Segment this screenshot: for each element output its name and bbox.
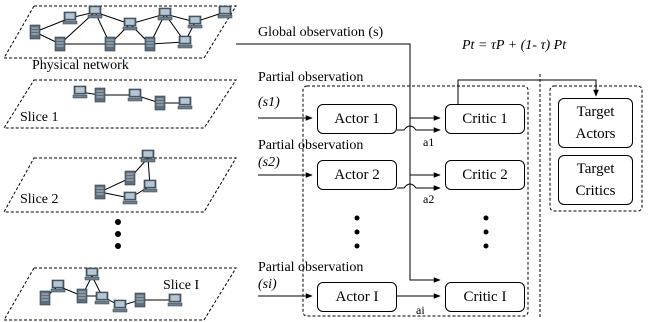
global-observation-label: Global observation (s) xyxy=(258,25,384,40)
actor-2-box: Actor 2 xyxy=(317,160,397,190)
slice-i-plane xyxy=(3,267,237,321)
agents-dashed-container xyxy=(302,85,529,317)
slice-2-label: Slice 2 xyxy=(20,192,59,207)
observation-si: (si) xyxy=(258,277,277,292)
critic-1-box: Critic 1 xyxy=(445,104,525,134)
partial-observation-label-1: Partial observation xyxy=(258,70,364,85)
vertical-ellipsis xyxy=(115,219,121,249)
actor-i-box: Actor I xyxy=(317,282,397,312)
slice-i-label: Slice I xyxy=(163,278,200,293)
actors-ellipsis xyxy=(354,215,360,249)
observation-s2: (s2) xyxy=(258,155,280,170)
target-actors-line-1: Target xyxy=(576,104,615,120)
computer-icon xyxy=(72,85,193,110)
soft-update-formula: Pt = τP + (1- τ) Pt xyxy=(462,38,567,53)
partial-observation-label-i: Partial observation xyxy=(258,260,364,275)
target-actors-box: Target Actors xyxy=(558,98,633,148)
target-critics-line-2: Critics xyxy=(575,183,616,199)
partial-observation-label-2: Partial observation xyxy=(258,138,364,153)
physical-network-plane xyxy=(3,5,237,59)
slice-1-plane xyxy=(3,79,237,129)
action-a1-label: a1 xyxy=(423,135,435,149)
target-critics-box: Target Critics xyxy=(558,155,633,205)
slice-1-label: Slice 1 xyxy=(20,110,59,125)
action-arrow-2 xyxy=(397,183,441,191)
critics-ellipsis xyxy=(483,215,489,249)
target-actors-line-2: Actors xyxy=(575,126,616,142)
global-observation-line xyxy=(236,43,441,283)
soft-update-arrow xyxy=(457,79,599,104)
actor-1-box: Actor 1 xyxy=(317,104,397,134)
target-critics-line-1: Target xyxy=(576,161,615,177)
action-a2-label: a2 xyxy=(423,192,435,206)
action-ai-label: ai xyxy=(416,303,425,317)
observation-s1: (s1) xyxy=(258,95,280,110)
physical-network-label: Physical network xyxy=(32,58,129,73)
critic-2-box: Critic 2 xyxy=(445,160,525,190)
slice-2-plane xyxy=(3,149,237,213)
critic-i-box: Critic I xyxy=(445,282,525,312)
action-arrow-1 xyxy=(397,125,441,133)
